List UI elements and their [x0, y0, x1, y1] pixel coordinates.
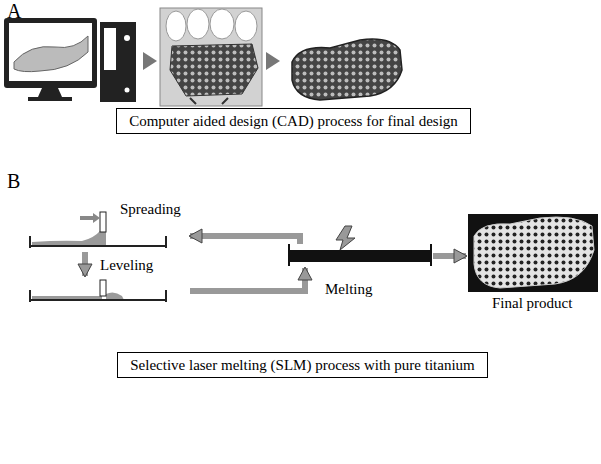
panel-label: A — [7, 0, 21, 22]
cad-model-image — [160, 8, 262, 106]
caption-box: Computer aided design (CAD) process for … — [116, 108, 471, 134]
step-arrow — [266, 52, 280, 70]
mesh-design — [292, 39, 402, 100]
caption-text: Selective laser melting (SLM) process wi… — [130, 356, 475, 374]
stage-label: Spreading — [120, 200, 181, 218]
process-stage: Final product — [466, 212, 598, 316]
computer-icon — [4, 18, 136, 102]
process-arrow — [82, 252, 88, 276]
step-arrow — [143, 52, 157, 70]
process-stage: Spreading — [28, 200, 190, 252]
stage-label: Melting — [325, 280, 373, 298]
stage-label: Final product — [492, 294, 572, 312]
panel-label: B — [7, 170, 20, 192]
process-stage: Leveling — [28, 276, 190, 306]
melting-platform — [289, 226, 431, 266]
stage-label: Leveling — [100, 256, 153, 274]
process-arrow — [433, 253, 466, 259]
final-product-image — [468, 214, 598, 292]
caption-text: Computer aided design (CAD) process for … — [129, 112, 458, 130]
process-stage: Melting — [287, 244, 433, 268]
process-arrow — [190, 236, 300, 244]
caption-box: Selective laser melting (SLM) process wi… — [117, 352, 488, 378]
leveling-platform — [30, 280, 166, 302]
spreading-platform — [30, 212, 166, 248]
process-arrow — [190, 268, 305, 291]
